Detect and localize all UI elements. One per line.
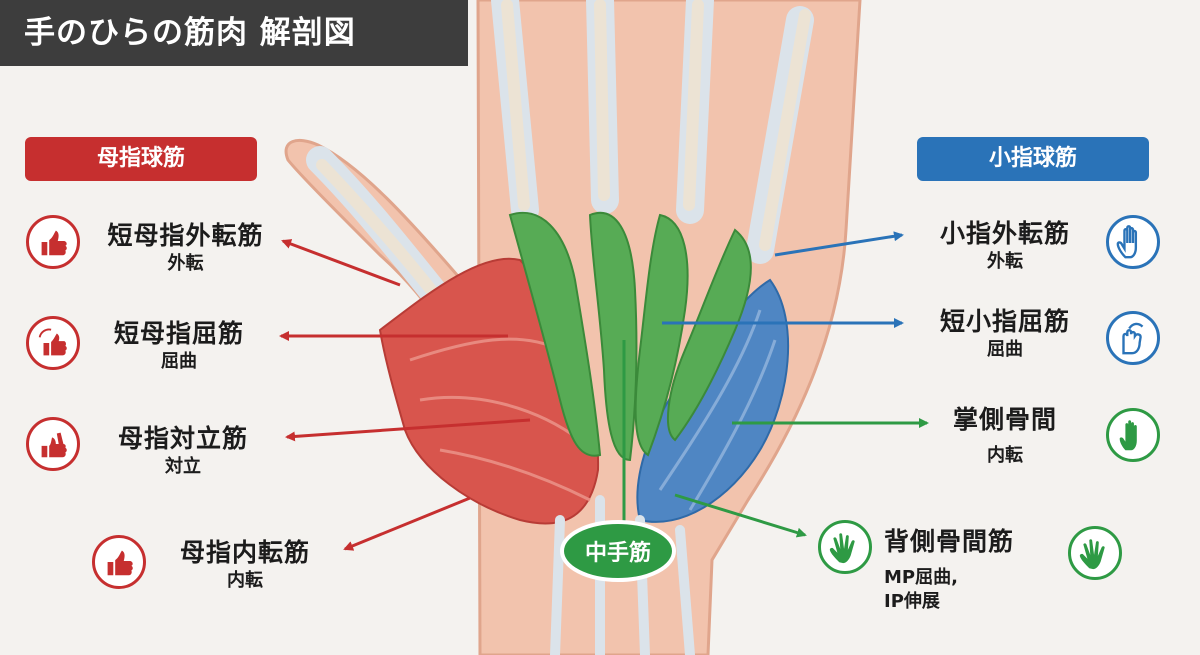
metacarpal-label-badge <box>560 520 676 582</box>
thumb-flexion-icon <box>26 316 80 370</box>
thenar-label-4: 母指内転筋 内転 <box>155 537 335 593</box>
muscle-function: 外転 <box>987 251 1023 272</box>
muscle-function: 内転 <box>227 570 263 591</box>
muscle-name: 短母指外転筋 <box>107 221 264 250</box>
thumb-opposition-icon <box>26 417 80 471</box>
muscle-name: 小指外転筋 <box>939 219 1070 248</box>
finger-bones <box>316 0 811 302</box>
hypothenar-label-1: 小指外転筋 外転 <box>915 218 1095 274</box>
arrow-green-2 <box>674 493 807 538</box>
metacarpal-label-2: 背側骨間筋 MP屈曲, IP伸展 <box>884 526 1074 614</box>
thenar-label-1: 短母指外転筋 外転 <box>93 220 278 276</box>
metacarpal-label-1: 掌側骨間 内転 <box>930 404 1080 468</box>
muscle-function: 対立 <box>165 456 201 477</box>
muscle-name: 短母指屈筋 <box>113 319 244 348</box>
muscle-function-2: IP伸展 <box>884 591 940 612</box>
hand-adduction-icon <box>1106 408 1160 462</box>
open-hand-icon <box>1106 215 1160 269</box>
page-title: 手のひらの筋肉 解剖図 <box>0 0 468 66</box>
muscle-function: 内転 <box>987 445 1023 466</box>
metacarpal-label: 中手筋 <box>585 540 651 566</box>
thenar-label-2: 短母指屈筋 屈曲 <box>93 318 265 374</box>
muscle-name: 母指内転筋 <box>179 538 310 567</box>
muscle-name: 掌側骨間 <box>952 405 1057 434</box>
thumb-abduction-icon <box>26 215 80 269</box>
finger-flexion-icon <box>1106 311 1160 365</box>
muscle-function: 外転 <box>167 253 204 274</box>
thumb-adduction-icon <box>92 535 146 589</box>
thenar-group-header: 母指球筋 <box>25 137 257 181</box>
muscle-function: 屈曲 <box>987 339 1023 360</box>
arrow-thenar-3 <box>285 418 531 442</box>
arrow-hypo-1 <box>774 231 904 257</box>
muscle-name: 短小指屈筋 <box>939 307 1070 336</box>
muscle-function: MP屈曲, <box>884 567 958 588</box>
thenar-label-3: 母指対立筋 対立 <box>93 423 273 479</box>
hypothenar-group-header: 小指球筋 <box>917 137 1149 181</box>
arrow-thenar-4 <box>343 496 471 551</box>
leader-arrows <box>279 231 929 551</box>
muscle-function: 屈曲 <box>161 351 197 372</box>
arrow-thenar-1 <box>281 239 401 287</box>
hypothenar-label-2: 短小指屈筋 屈曲 <box>915 306 1095 362</box>
muscle-name: 母指対立筋 <box>117 424 248 453</box>
spread-hand-icon <box>1068 526 1122 580</box>
hand-abduction-icon <box>818 520 872 574</box>
muscle-name: 背側骨間筋 <box>884 527 1015 556</box>
